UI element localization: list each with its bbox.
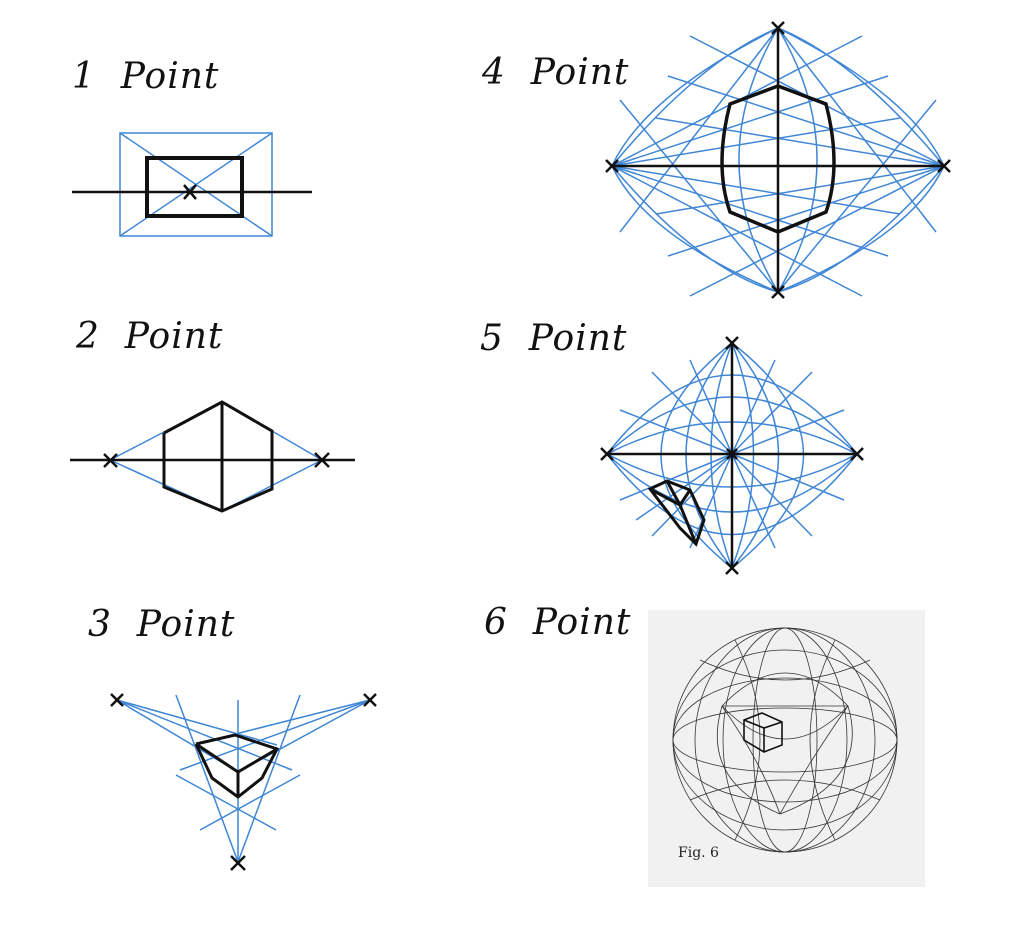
cube-icon <box>744 713 782 752</box>
vanishing-point-x-marker <box>184 185 196 199</box>
fig6-image-panel <box>648 610 925 887</box>
sphere-grid <box>673 628 897 852</box>
curved-box <box>722 86 834 232</box>
front-face <box>145 156 244 218</box>
vanishing-point-x-marker <box>104 453 329 467</box>
five-point-guides <box>607 343 857 568</box>
box-edges <box>162 400 274 513</box>
fig6-caption: Fig. 6 <box>678 845 719 861</box>
vanishing-point-x-marker <box>111 694 376 870</box>
label-4-point: 4 Point <box>482 52 630 93</box>
outer-frame-guide <box>119 132 273 237</box>
axes <box>612 28 944 292</box>
cube-icon <box>650 481 704 544</box>
cube-icon <box>194 733 280 799</box>
label-5-point: 5 Point <box>480 318 628 359</box>
label-1-point: 1 Point <box>72 56 220 97</box>
vanishing-point-x-marker <box>606 22 950 298</box>
label-2-point: 2 Point <box>76 316 224 357</box>
label-6-point: 6 Point <box>484 602 632 643</box>
one-point-guides <box>119 132 273 237</box>
label-3-point: 3 Point <box>88 604 236 645</box>
vanishing-point-x-marker <box>601 337 863 574</box>
